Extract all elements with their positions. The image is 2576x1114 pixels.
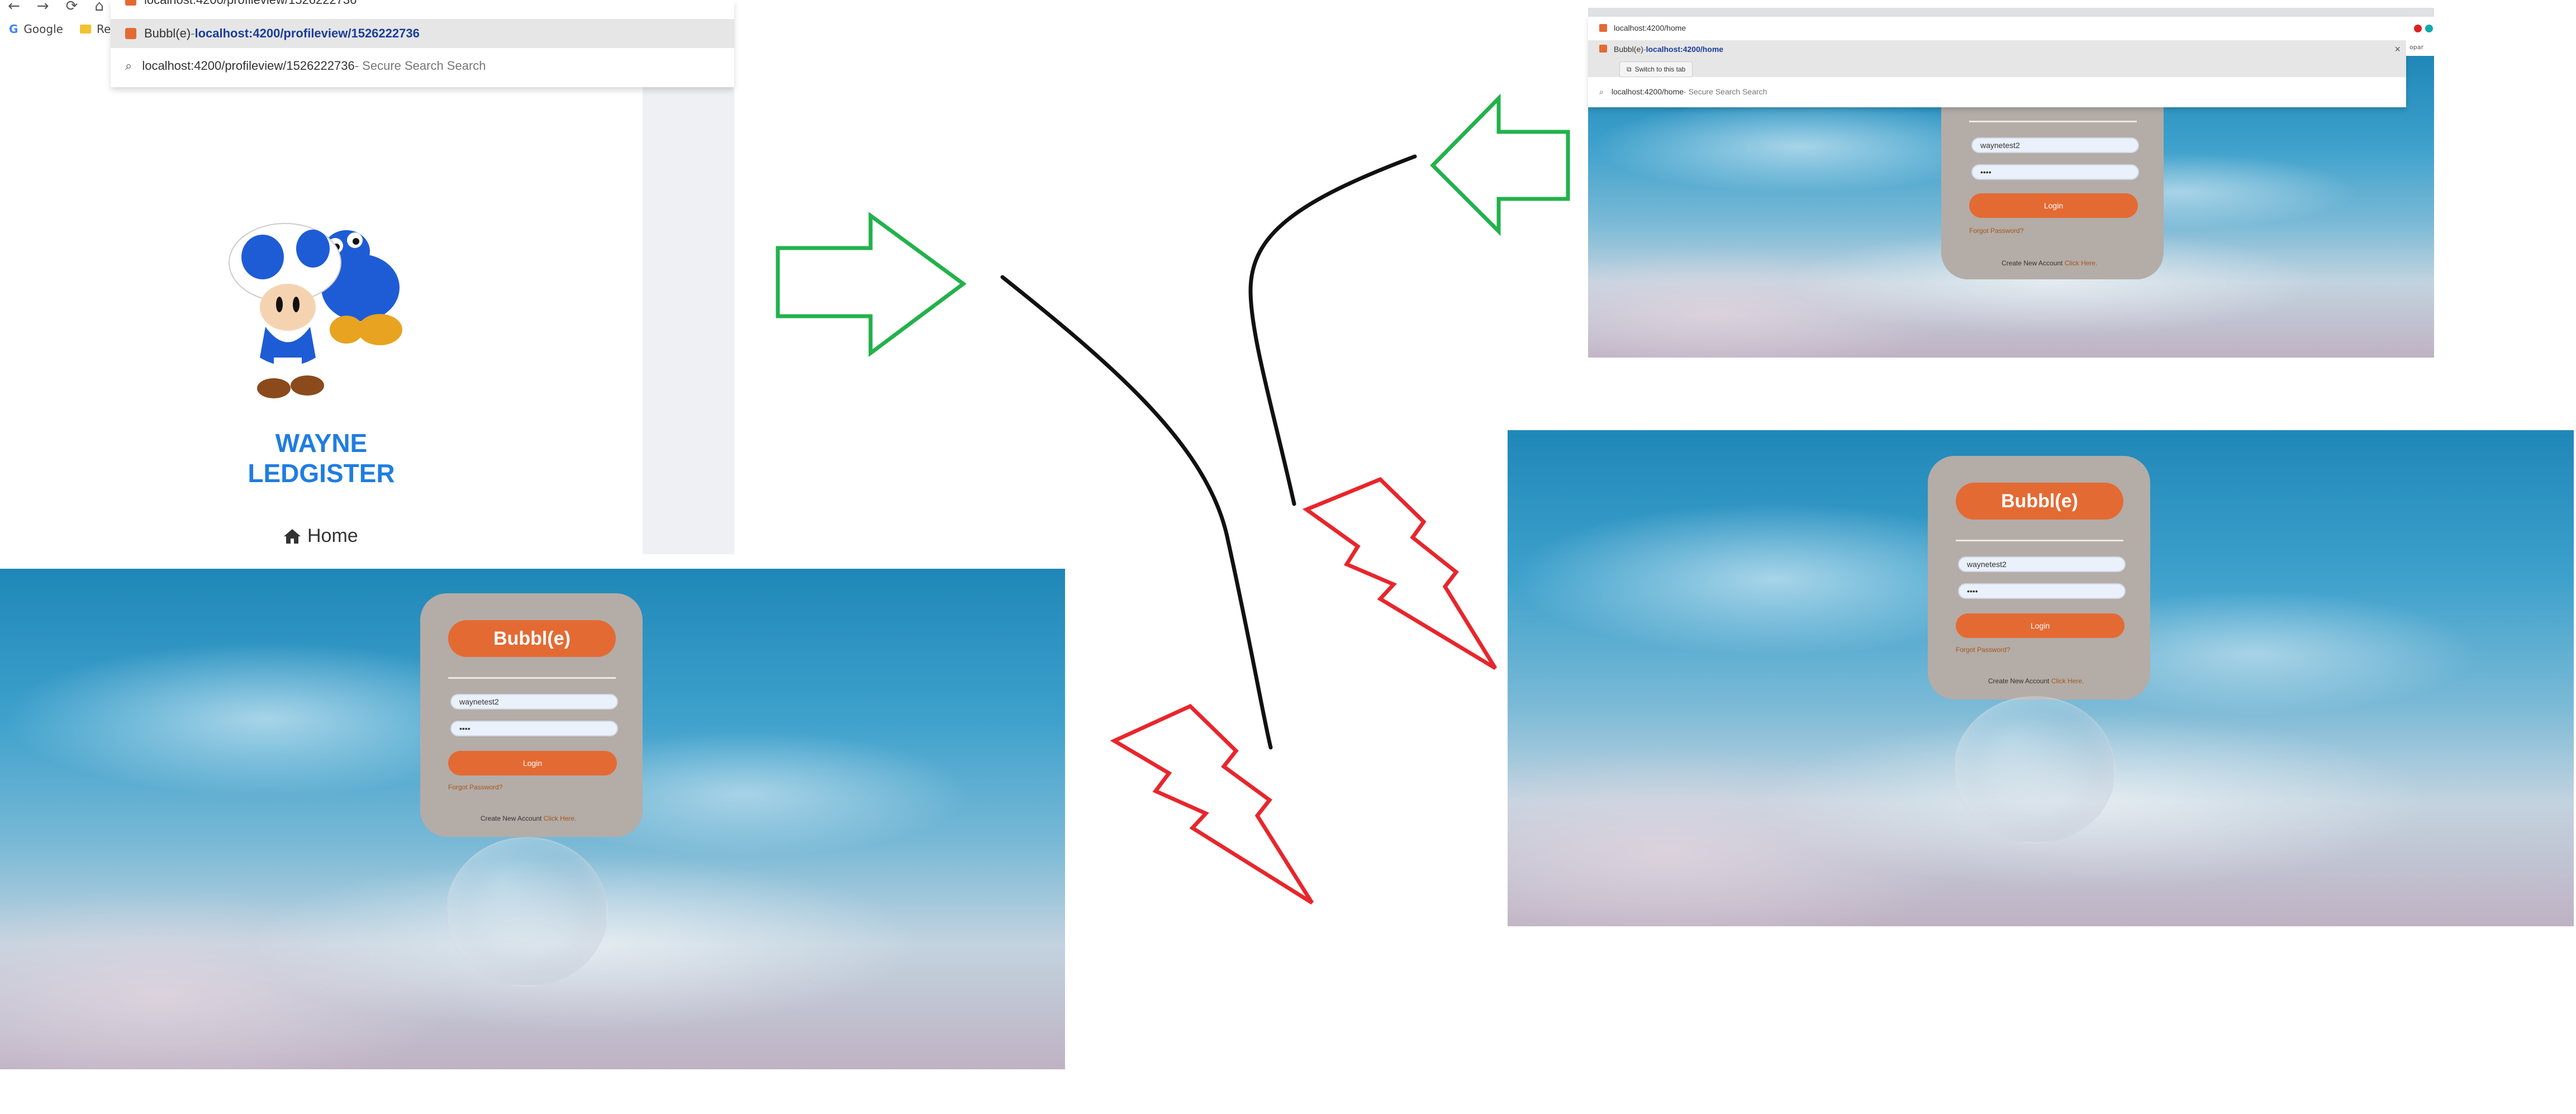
forward-icon[interactable]: → [36, 0, 49, 15]
password-input[interactable]: •••• [1971, 164, 2139, 180]
create-account-text: Create New Account Click Here. [481, 815, 577, 822]
back-icon[interactable]: ← [8, 0, 20, 15]
create-account-link[interactable]: Click Here. [2064, 259, 2098, 267]
bubble-graphic [446, 837, 608, 987]
app-logo: Bubbl(e) [1956, 483, 2123, 520]
site-favicon [1599, 45, 1607, 53]
folder-icon [79, 25, 91, 34]
suggestion-bubble-profile[interactable]: Bubbl(e) - localhost:4200/profileview/15… [111, 19, 734, 48]
create-account-link[interactable]: Click Here. [2051, 677, 2084, 685]
suggestion-bubble-home[interactable]: Bubbl(e) - localhost:4200/home [1588, 40, 2406, 77]
login-button[interactable]: Login [1969, 193, 2138, 218]
browser-home-icon[interactable]: ⌂ [94, 0, 104, 15]
bubble-graphic [1954, 696, 2116, 844]
login-button[interactable]: Login [1956, 613, 2125, 638]
login-button[interactable]: Login [448, 751, 617, 775]
login-background-bottom-right: Bubbl(e) waynetest2 •••• Login Forgot Pa… [1508, 430, 2574, 926]
username-input[interactable]: waynetest2 [1958, 556, 2126, 572]
home-icon [284, 529, 301, 544]
profile-sidebar [643, 87, 734, 554]
red-lightning-bolt-upper [1302, 477, 1497, 670]
switch-to-tab-button[interactable]: ⧉ Switch to this tab [1619, 61, 1693, 77]
suggestion-search-home[interactable]: ⌕ localhost:4200/home - Secure Search Se… [1599, 87, 1767, 97]
bookmark-fragment: opar [2409, 44, 2423, 51]
login-divider [448, 677, 616, 679]
site-favicon [125, 28, 136, 39]
search-icon: ⌕ [1599, 87, 1604, 96]
right-browser-tabstrip [1588, 8, 2434, 17]
flow-line-down [1000, 275, 1273, 750]
close-icon[interactable]: × [2394, 44, 2401, 55]
reload-icon[interactable]: ⟳ [65, 0, 78, 15]
forgot-password-link[interactable]: Forgot Password? [448, 783, 503, 791]
profile-avatar [229, 223, 402, 398]
username-input[interactable]: waynetest2 [1971, 137, 2139, 153]
extension-icon-teal[interactable] [2425, 25, 2433, 32]
bookmark-google[interactable]: Google [23, 22, 63, 36]
nav-home-link[interactable]: Home [283, 525, 358, 547]
site-favicon [125, 0, 136, 6]
profile-page: WAYNE LEDGISTER Home [0, 89, 641, 554]
google-icon: G [9, 22, 18, 36]
app-logo: Bubbl(e) [448, 620, 616, 657]
login-background-left: Bubbl(e) waynetest2 •••• Login Forgot Pa… [0, 569, 1065, 1069]
left-omnibox-dropdown: localhost:4200/profileview/1526222736 Bu… [111, 0, 734, 87]
search-icon: ⌕ [125, 59, 132, 73]
forgot-password-link[interactable]: Forgot Password? [1956, 646, 2011, 654]
login-divider [1956, 540, 2123, 541]
right-omnibox-dropdown: localhost:4200/home Bubbl(e) - localhost… [1588, 17, 2406, 107]
suggestion-search-profile[interactable]: ⌕ localhost:4200/profileview/1526222736 … [125, 59, 486, 73]
extension-icon-red[interactable] [2414, 25, 2422, 32]
green-arrow-left [1430, 93, 1570, 236]
bookmark-folder[interactable]: Re [96, 22, 111, 36]
create-account-text: Create New Account Click Here. [1988, 677, 2084, 685]
profile-name: WAYNE LEDGISTER [248, 429, 395, 488]
create-account-link[interactable]: Click Here. [543, 815, 577, 822]
omnibox-current-url[interactable]: localhost:4200/home [1588, 20, 2406, 36]
create-account-text: Create New Account Click Here. [2002, 259, 2098, 267]
password-input[interactable]: •••• [1958, 583, 2126, 599]
forgot-password-link[interactable]: Forgot Password? [1969, 227, 2024, 235]
login-card: Bubbl(e) waynetest2 •••• Login Forgot Pa… [1928, 456, 2150, 699]
switch-tab-icon: ⧉ [1627, 65, 1632, 73]
site-favicon [1599, 24, 1607, 32]
left-browser-toolbar: ← → ⟳ ⌂ G Google Re [0, 0, 112, 45]
login-divider [1969, 121, 2137, 122]
username-input[interactable]: waynetest2 [450, 694, 618, 710]
green-arrow-right [776, 212, 967, 357]
flow-line-up [1248, 154, 1417, 506]
password-input[interactable]: •••• [450, 721, 618, 736]
omnibox-current-url[interactable]: localhost:4200/profileview/1526222736 [111, 0, 734, 8]
login-card: Bubbl(e) waynetest2 •••• Login Forgot Pa… [420, 593, 643, 837]
red-lightning-bolt-lower [1110, 703, 1314, 904]
nav-home-label: Home [307, 525, 358, 546]
right-browser-extensions: opar [2406, 17, 2434, 56]
